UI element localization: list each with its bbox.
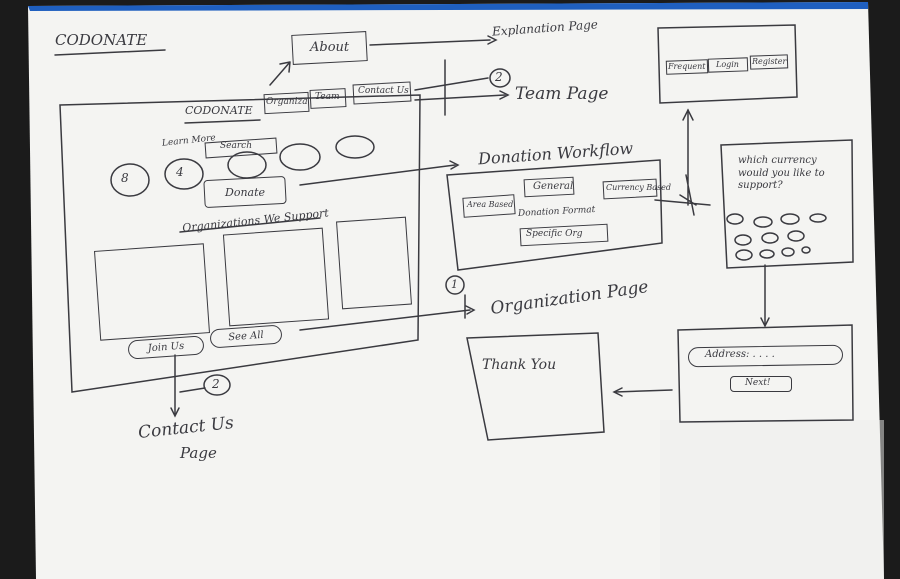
main-logo: CODONATE bbox=[185, 104, 253, 117]
area-based-label: Area Based bbox=[467, 200, 514, 209]
nav-team-label: Team bbox=[315, 92, 340, 102]
login-label: Login bbox=[716, 60, 739, 69]
org-card-2 bbox=[222, 227, 330, 327]
org-card-3 bbox=[336, 216, 412, 310]
marker-1: 1 bbox=[451, 278, 458, 291]
next-label: Next! bbox=[745, 378, 771, 388]
marker-2-bottom: 2 bbox=[212, 377, 220, 391]
circle-4: 4 bbox=[176, 165, 184, 179]
circle-8: 8 bbox=[121, 171, 129, 185]
about-label: About bbox=[310, 40, 350, 55]
register-label: Register bbox=[752, 57, 787, 66]
nav-contact-label: Contact Us bbox=[358, 86, 409, 96]
address-label: Address: . . . . bbox=[705, 349, 775, 360]
next-button bbox=[730, 376, 792, 392]
org-card-1 bbox=[93, 243, 211, 341]
search-label: Search bbox=[220, 141, 252, 151]
donate-label: Donate bbox=[225, 186, 266, 199]
contact-us-page-label-2: Page bbox=[180, 444, 217, 462]
currency-question: which currency would you like to support… bbox=[738, 155, 825, 191]
frequent-label: Frequent bbox=[668, 62, 706, 71]
sheet-title: CODONATE bbox=[55, 31, 148, 49]
thank-you-label: Thank You bbox=[482, 357, 557, 373]
general-label: General bbox=[533, 181, 574, 192]
nav-organizations-label: Organiza bbox=[266, 97, 308, 107]
team-page-label: Team Page bbox=[515, 84, 609, 104]
marker-2-top: 2 bbox=[495, 70, 503, 84]
currency-based-label: Currency Based bbox=[606, 183, 671, 192]
specific-org-label: Specific Org bbox=[526, 229, 583, 239]
